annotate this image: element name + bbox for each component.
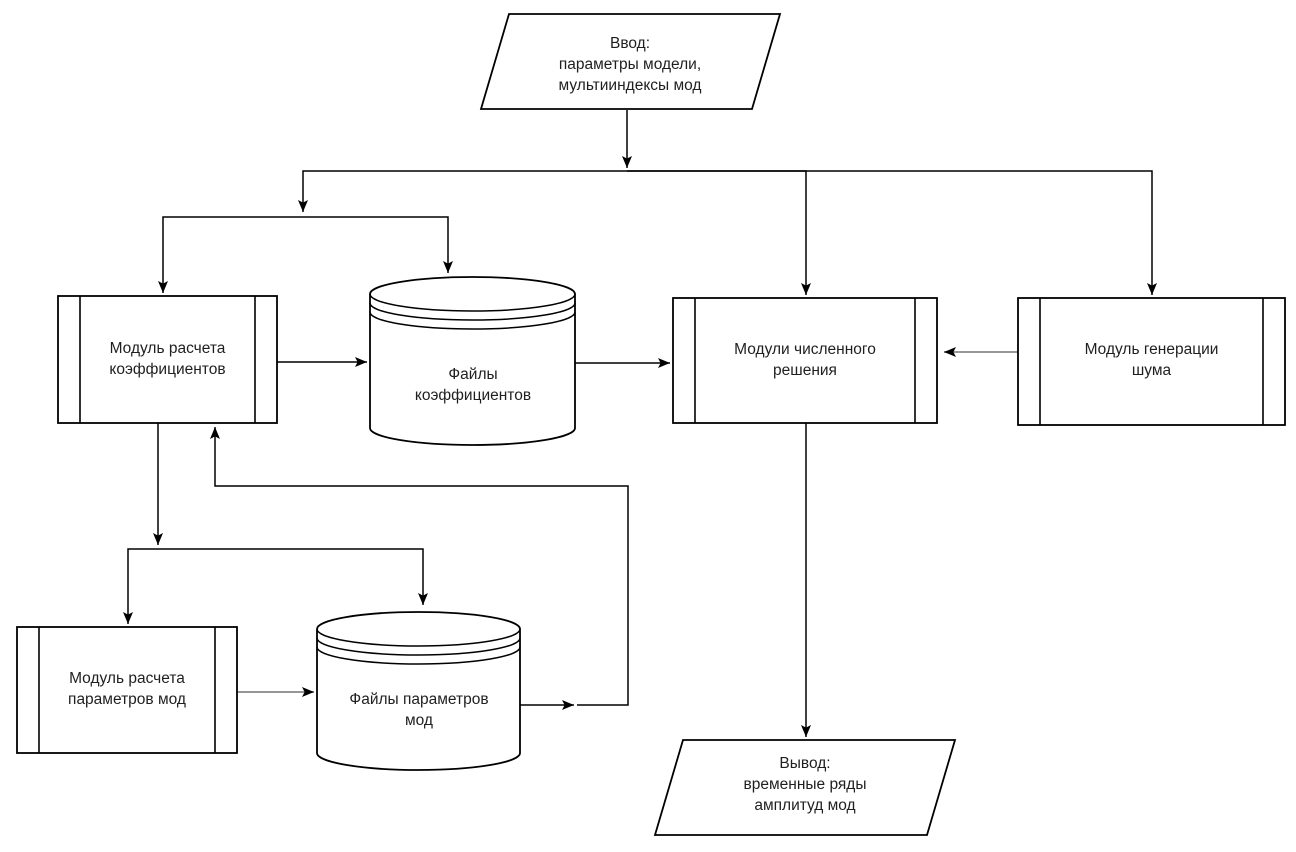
mode-params-module-shape <box>16 626 238 754</box>
connector-main-to-noise <box>627 170 1157 295</box>
connector-main-to-left-branch <box>298 170 627 212</box>
connector-branch-to-coeff-files <box>303 216 453 273</box>
mode-params-files-cylinder-shape <box>316 611 521 771</box>
connector-dist-to-params-module <box>123 548 158 624</box>
connector-params-files-to-coeff-module <box>210 427 629 706</box>
shapes <box>16 13 1286 836</box>
connectors <box>123 110 1157 737</box>
connector-main-to-numerical <box>627 170 811 295</box>
coeff-module-shape <box>57 295 278 424</box>
noise-module-shape <box>1017 297 1286 426</box>
input-parallelogram-shape <box>479 13 782 110</box>
connector-dist-to-params-files <box>158 548 428 605</box>
numerical-modules-shape <box>672 297 938 424</box>
output-parallelogram-shape <box>653 739 957 836</box>
connector-branch-to-coeff-module <box>158 216 303 293</box>
coeff-files-cylinder-shape <box>369 276 576 446</box>
